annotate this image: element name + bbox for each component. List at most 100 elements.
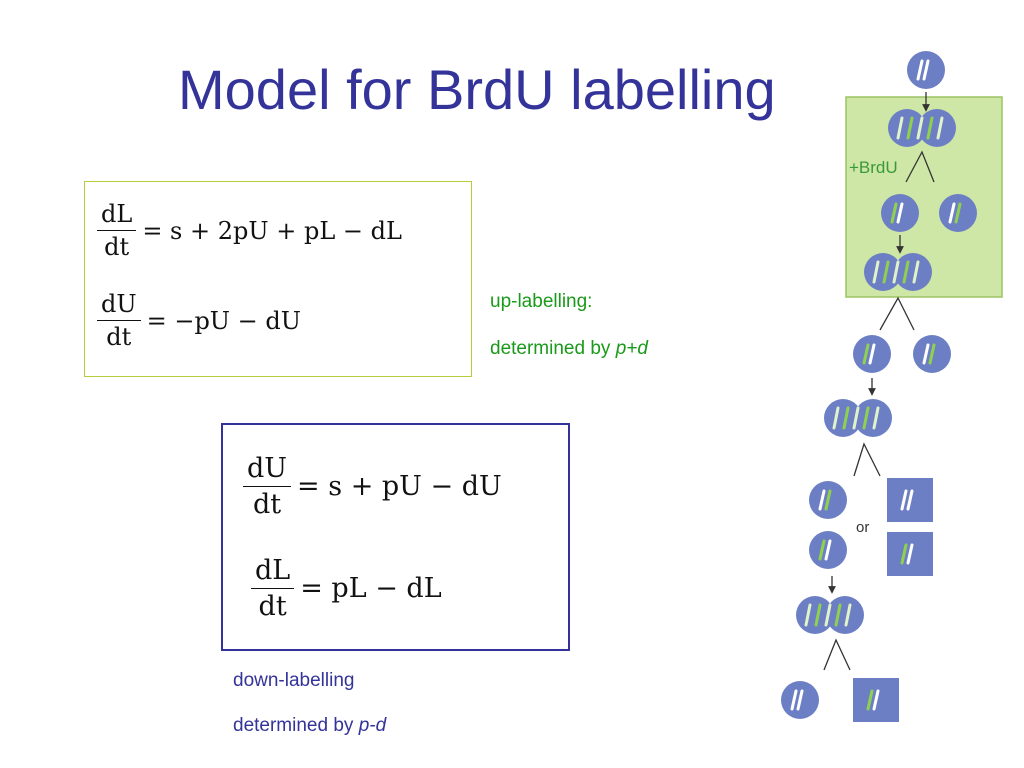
chromosome-strand	[832, 406, 840, 430]
fraction-numerator: dU	[97, 290, 141, 321]
chromosome-strand	[862, 343, 870, 365]
labelled-cell	[853, 335, 891, 373]
chromosome-strand	[926, 116, 934, 140]
determinant-prefix: determined by	[490, 338, 616, 359]
chromosome-strand	[916, 59, 924, 81]
fraction: dL dt	[251, 555, 295, 622]
labelled-cell	[939, 194, 977, 232]
chromosome-strand	[896, 202, 904, 224]
up-labelling-determinant: determined by p+d	[490, 338, 648, 360]
labelled-cell	[809, 531, 847, 569]
chromosome-strand	[868, 343, 876, 365]
chromosome-strand	[912, 260, 920, 284]
dividing-cell	[888, 109, 956, 147]
dividing-cell	[796, 596, 864, 634]
equation-rhs: = −pU − dU	[146, 306, 301, 335]
equation-du-dt: dU dt = s + pU − dU	[243, 453, 502, 520]
cell-body	[918, 109, 956, 147]
fraction-numerator: dL	[97, 200, 137, 231]
chromosome-strand	[922, 343, 930, 365]
cell-body	[894, 253, 932, 291]
chromosome-strand	[852, 406, 860, 430]
division-arrows	[823, 92, 935, 671]
unlabelled-cell	[781, 681, 819, 719]
chromosome-strand	[906, 116, 914, 140]
slide-title: Model for BrdU labelling	[178, 58, 776, 121]
chromosome-strand	[818, 489, 826, 511]
cell-division-diagram: +BrdU or	[781, 51, 1003, 722]
fraction: dU dt	[243, 453, 292, 520]
chromosome-strand	[872, 689, 880, 711]
dividing-cell	[864, 253, 932, 291]
chromosome-strand	[954, 202, 962, 224]
chromosome-strand	[862, 406, 870, 430]
determinant-formula: p+d	[615, 338, 648, 359]
chromosome-strand	[922, 59, 930, 81]
up-labelling-equations-box: dL dt = s + 2pU + pL − dL dU dt = −pU − …	[84, 181, 472, 377]
down-labelling-equations-box: dU dt = s + pU − dU dL dt = pL − dL	[221, 423, 570, 651]
chromosome-strand	[818, 539, 826, 561]
fraction-denominator: dt	[252, 489, 282, 520]
chromosome-strand	[890, 202, 898, 224]
equation-rhs: = s + 2pU + pL − dL	[142, 216, 402, 245]
division-fork	[905, 150, 935, 183]
fraction-numerator: dL	[251, 555, 295, 589]
quiescent-cell	[887, 478, 933, 522]
chromosome-strand	[804, 603, 812, 627]
cell-body	[826, 596, 864, 634]
chromosome-strand	[872, 406, 880, 430]
chromosome-strand	[928, 343, 936, 365]
fraction: dL dt	[97, 200, 137, 261]
chromosome-strand	[906, 543, 914, 565]
chromosome-strand	[796, 689, 804, 711]
chromosome-strand	[844, 603, 852, 627]
quiescent-cell	[887, 532, 933, 576]
chromosome-strand	[824, 489, 832, 511]
or-label: or	[856, 519, 869, 536]
division-fork	[823, 638, 851, 671]
equation-rhs: = s + pU − dU	[297, 471, 502, 502]
down-labelling-determinant: determined by p-d	[233, 715, 386, 737]
chromosome-strand	[834, 603, 842, 627]
division-fork	[853, 442, 881, 477]
chromosome-strand	[900, 543, 908, 565]
equation-du-dt: dU dt = −pU − dU	[97, 290, 301, 351]
dividing-cell	[824, 399, 892, 437]
chromosome-strand	[824, 603, 832, 627]
chromosome-strand	[896, 116, 904, 140]
chromosome-strand	[900, 489, 908, 511]
chromosome-strand	[948, 202, 956, 224]
chromosome-strand	[866, 689, 874, 711]
equation-dl-dt: dL dt = pL − dL	[251, 555, 442, 622]
chromosome-strand	[824, 539, 832, 561]
chromosome-strand	[916, 116, 924, 140]
chromosome-strand	[902, 260, 910, 284]
division-fork	[879, 296, 915, 331]
determinant-formula: p-d	[358, 715, 387, 736]
cells	[781, 51, 977, 722]
chromosome-strand	[872, 260, 880, 284]
chromosome-strand	[892, 260, 900, 284]
fraction-denominator: dt	[258, 591, 287, 622]
brdu-label: +BrdU	[849, 158, 898, 177]
fraction: dU dt	[97, 290, 141, 351]
cell-body	[854, 399, 892, 437]
determinant-prefix: determined by	[233, 715, 359, 736]
chromosome-strand	[842, 406, 850, 430]
fraction-denominator: dt	[104, 233, 130, 261]
labelled-cell	[913, 335, 951, 373]
quiescent-cell	[853, 678, 899, 722]
chromosome-strand	[814, 603, 822, 627]
labelled-cell	[809, 481, 847, 519]
chromosome-strand	[906, 489, 914, 511]
fraction-denominator: dt	[106, 323, 132, 351]
fraction-numerator: dU	[243, 453, 292, 487]
labelled-cell	[881, 194, 919, 232]
unlabelled-cell	[907, 51, 945, 89]
equation-rhs: = pL − dL	[300, 573, 442, 604]
chromosome-strand	[936, 116, 944, 140]
up-labelling-label: up-labelling:	[490, 291, 593, 312]
down-labelling-label: down-labelling	[233, 670, 355, 691]
chromosome-strand	[882, 260, 890, 284]
chromosome-strand	[790, 689, 798, 711]
